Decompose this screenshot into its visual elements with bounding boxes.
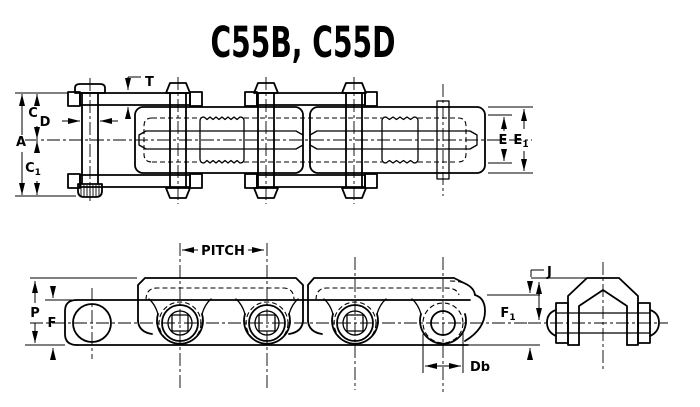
cast-pocket-1 [199,116,245,164]
pin-1 [74,83,106,198]
section-centerlines [528,262,668,370]
pin-boss-left [555,302,569,344]
dim-label-PITCH: PITCH [201,244,245,259]
block-link-b [309,106,486,174]
plate-rounded-end [64,299,78,346]
roller-4 [333,301,377,345]
plan-chain-body [134,100,486,180]
roller-5 [422,302,464,344]
pin-2 [165,82,191,199]
cast-pocket-2 [381,116,419,164]
knurl-hatch [80,185,100,197]
dim-label-T: T [145,75,154,90]
pin-end-caps [546,309,660,337]
roller-1 [72,303,112,343]
pin-link-plates [67,91,378,189]
plan-view: A C C1 D T E E1 [15,75,533,204]
side-view: PITCH P F F1 Db [25,243,540,392]
dim-label-J: J [546,265,552,280]
pin-shaft [81,92,99,185]
hidden-end-pockets [143,117,467,163]
roller-3 [245,301,289,345]
dim-label-C1: C1 [25,161,41,178]
plan-dimensions: A C C1 D T E E1 [15,75,533,197]
extension-lines [25,277,540,373]
plate-bar-bottom-2 [244,173,378,189]
hidden-edges [152,117,458,163]
block-link-a [134,106,304,174]
dim-label-F: F [48,316,57,331]
dim-label-A: A [16,135,26,150]
side-plates [64,299,471,346]
pin-through [555,312,651,334]
dim-label-D: D [40,115,51,130]
dim-label-P: P [30,306,40,321]
plate-bar-top-1 [67,91,203,107]
headless-pin [436,100,450,180]
plate-bar-top-2 [244,91,378,107]
roller-2 [158,301,202,345]
dim-label-E1: E1 [513,133,528,150]
section-view: J [528,262,668,370]
plate-edges [76,299,471,346]
side-dimensions: PITCH P F F1 Db [25,244,540,375]
pin-boss-right [637,302,651,344]
dim-label-F1: F1 [500,306,515,323]
pin-4 [341,82,367,199]
dim-label-E: E [499,133,508,148]
drawing-title: C55B, C55D [211,18,396,68]
boss-tapers [138,130,478,150]
j-extension [530,269,587,279]
pin-3 [253,82,279,199]
dim-label-Db: Db [470,360,490,375]
plan-centerlines [25,77,532,204]
extension-lines [15,92,533,197]
dim-label-C: C [28,106,38,121]
pin-head [74,83,106,94]
chain-end-curve [464,294,486,342]
section-dimensions: J [530,265,587,320]
plate-bar-bottom-1 [67,173,203,189]
pin-boss-lines [145,130,471,150]
link-inner-arch [578,289,628,346]
